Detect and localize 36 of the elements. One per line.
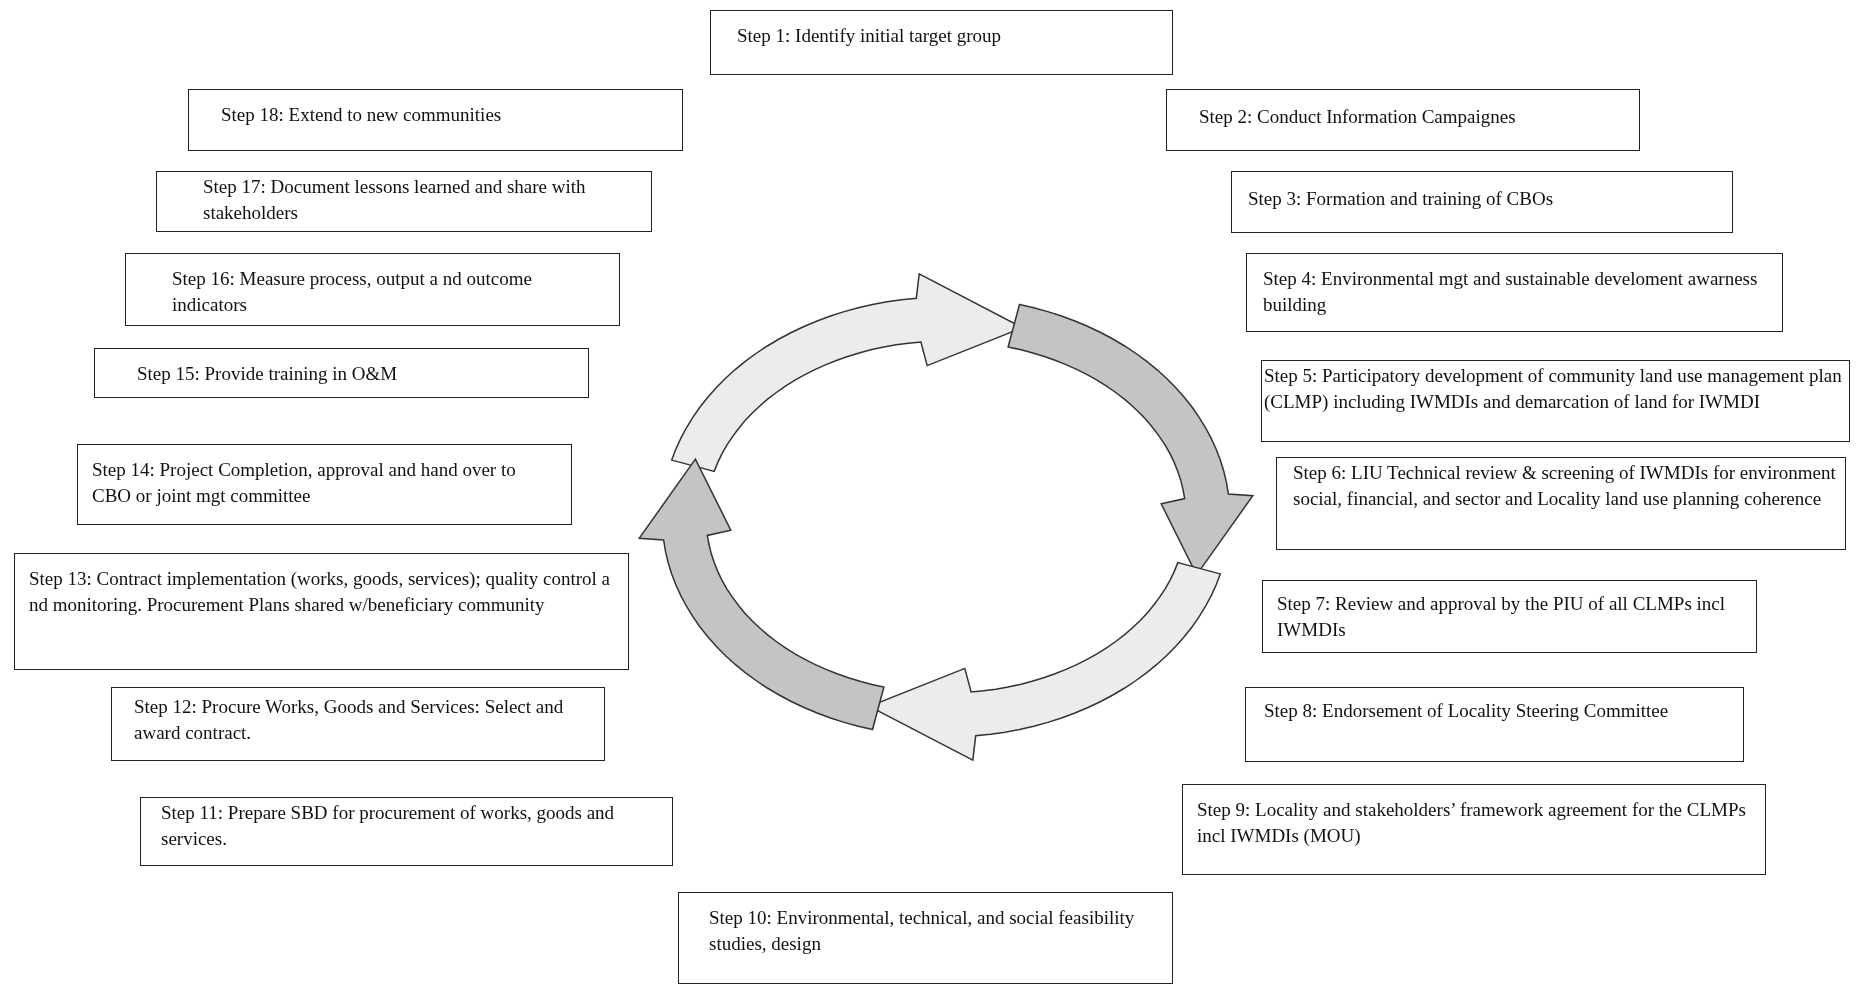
step-box xyxy=(1245,687,1744,762)
step-text: Step 9: Locality and stakeholders’ framework agreement for the CLMPs incl IWMDIs (MOU) xyxy=(1197,798,1747,848)
step-box xyxy=(111,687,605,761)
step-text: Step 13: Contract implementation (works, goods, services); quality control a nd monitoring. Procurement Plans shared w/beneficiary community xyxy=(29,567,611,617)
step-box xyxy=(1182,784,1766,875)
step-box xyxy=(710,10,1173,75)
step-text: Step 17: Document lessons learned and share with stakeholders xyxy=(203,175,587,225)
step-box xyxy=(1246,253,1783,332)
step-box xyxy=(14,553,629,670)
step-box xyxy=(1261,360,1850,442)
step-box xyxy=(77,444,572,525)
step-text: Step 1: Identify initial target group xyxy=(737,24,1002,48)
step-text: Step 2: Conduct Information Campaignes xyxy=(1199,105,1517,129)
step-box xyxy=(1231,171,1733,233)
step-box xyxy=(1166,89,1640,151)
step-text: Step 11: Prepare SBD for procurement of works, goods and services. xyxy=(161,801,616,851)
step-box xyxy=(188,89,683,151)
step-text: Step 8: Endorsement of Locality Steering Committee xyxy=(1264,699,1670,723)
step-text: Step 3: Formation and training of CBOs xyxy=(1248,187,1555,211)
step-text: Step 12: Procure Works, Goods and Services: Select and award contract. xyxy=(134,695,565,745)
step-box xyxy=(156,171,652,232)
step-box xyxy=(125,253,620,326)
step-text: Step 18: Extend to new communities xyxy=(221,103,503,127)
step-text: Step 7: Review and approval by the PIU of all CLMPs incl IWMDIs xyxy=(1277,592,1727,642)
step-text: Step 15: Provide training in O&M xyxy=(137,362,399,386)
step-text: Step 5: Participatory development of community land use management plan (CLMP) including IWMDIs and demarcation of land for IWMDI xyxy=(1264,364,1843,414)
step-box xyxy=(1276,457,1846,550)
step-box xyxy=(140,797,673,866)
step-box xyxy=(678,892,1173,984)
step-box xyxy=(94,348,589,398)
step-text: Step 4: Environmental mgt and sustainable develoment awarness building xyxy=(1263,267,1759,317)
step-text: Step 16: Measure process, output a nd outcome indicators xyxy=(172,267,533,317)
step-box xyxy=(1262,580,1757,653)
step-text: Step 14: Project Completion, approval and hand over to CBO or joint mgt committee xyxy=(92,458,517,508)
step-text: Step 6: LIU Technical review & screening of IWMDIs for environment social, financial, and sector and Locality land use planning coherence xyxy=(1293,461,1837,511)
step-text: Step 10: Environmental, technical, and social feasibility studies, design xyxy=(709,906,1136,956)
